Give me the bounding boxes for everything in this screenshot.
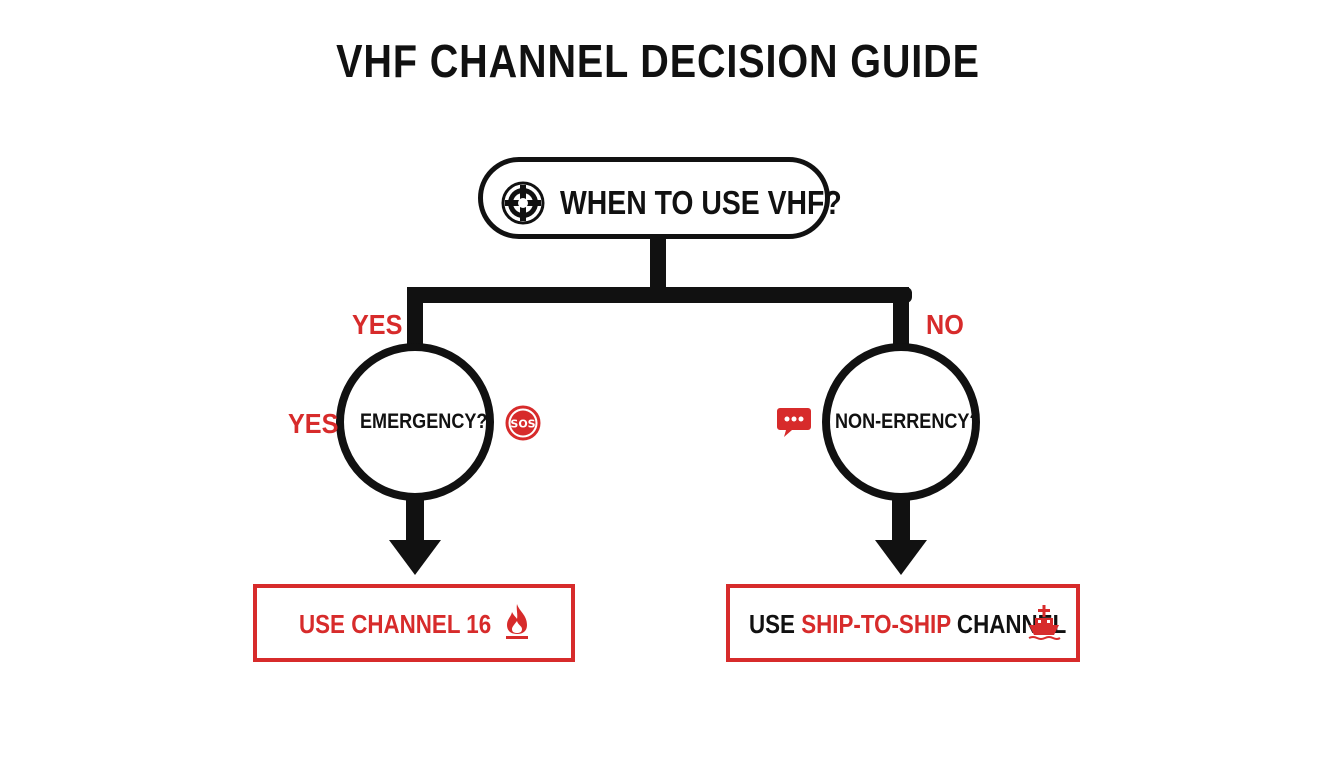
non-emergency-node-label: NON-ERRENCY? — [835, 410, 981, 433]
result-channel-16-box — [253, 584, 575, 662]
ship-icon — [1028, 605, 1061, 640]
page-title: VHF CHANNEL DECISION GUIDE — [336, 35, 980, 87]
result-channel-16-label: USE CHANNEL 16 — [299, 609, 492, 639]
connector-left-down — [407, 287, 423, 359]
result-highlight: SHIP-TO-SHIP — [801, 609, 951, 639]
chat-bubble-icon — [777, 408, 811, 437]
root-question-label: WHEN TO USE VHF? — [560, 184, 842, 221]
branch-no-label: NO — [926, 309, 964, 340]
fire-icon — [506, 604, 528, 639]
branch-yes-label: YES — [352, 309, 403, 340]
svg-text:SOS: SOS — [510, 418, 535, 431]
result-ship-to-ship-box — [726, 584, 1080, 662]
emergency-node-label: EMERGENCY? — [360, 410, 488, 433]
connector-trunk — [650, 236, 666, 294]
sos-icon: SOS — [505, 405, 541, 441]
result-prefix: USE — [749, 609, 802, 639]
result-ship-to-ship-label: USE SHIP-TO-SHIP CHANNEL — [749, 609, 1066, 640]
arrow-left — [389, 497, 441, 575]
lifebuoy-icon — [501, 181, 545, 225]
connector-right-down — [893, 287, 909, 359]
connector-horizontal — [407, 287, 912, 303]
arrow-right — [875, 497, 927, 575]
emergency-yes-label: YES — [288, 408, 339, 439]
